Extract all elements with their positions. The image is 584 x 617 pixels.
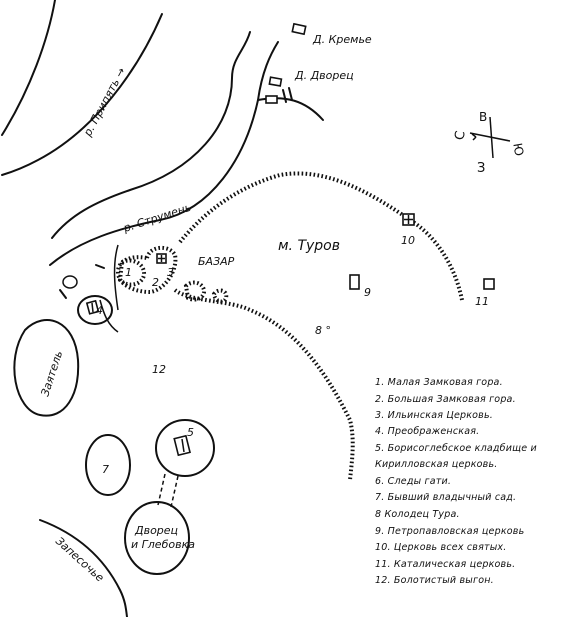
compass-north: С <box>452 130 468 142</box>
turov-label: м. Туров <box>278 238 340 254</box>
marker-3: 3 <box>167 266 174 279</box>
marker-11: 11 <box>475 295 489 308</box>
legend-item-4: 4. Преображенская. <box>375 426 479 437</box>
catholic-church-symbol <box>483 278 495 290</box>
small-mound <box>211 288 229 304</box>
small-circle <box>62 275 78 289</box>
garden-7 <box>85 434 131 496</box>
stream-line <box>113 244 119 311</box>
zayatel-lake <box>13 319 80 417</box>
legend-item-10: 10. Церковь всех святых. <box>375 542 506 553</box>
marker-10: 10 <box>401 234 415 247</box>
kremye-house <box>291 22 307 36</box>
preobrazhenskaya-circle <box>77 295 113 325</box>
compass-west: З <box>477 161 485 176</box>
dvorets-village-label: Д. Дворец <box>294 69 354 82</box>
dvorets-glebovka-label-1: Дворец <box>134 524 178 537</box>
dvorets-house-2 <box>265 95 278 104</box>
cemetery-circle <box>155 419 215 477</box>
marker-7: 7 <box>102 463 109 476</box>
dvorets-glebovka-area <box>124 501 190 575</box>
dvorets-glebovka-label-2: и Глебовка <box>131 538 195 551</box>
marker-5: 5 <box>187 426 194 439</box>
ilinskaya-church-symbol <box>156 253 167 264</box>
bazar-label: БАЗАР <box>198 255 235 268</box>
pripyat-river-bank-right <box>1 13 163 176</box>
legend-item-6: 6. Следы гати. <box>375 476 451 487</box>
legend-item-12: 12. Болотистый выгон. <box>375 575 494 586</box>
zayatel-label: Заятель <box>38 349 65 398</box>
strumen-river-upper-bank <box>51 31 251 239</box>
compass-rose <box>469 116 511 159</box>
marker-9: 9 <box>364 286 371 299</box>
marker-12: 12 <box>152 363 166 376</box>
strumen-label: р. Струмень <box>121 201 193 235</box>
marker-4: 4 <box>96 304 103 317</box>
bridge-strumen <box>59 264 105 299</box>
marker-8: 8 ° <box>315 324 331 337</box>
bridge-dvorets <box>282 87 293 103</box>
compass-east: В <box>479 110 487 124</box>
legend-item-2: 2. Большая Замковая гора. <box>375 394 516 405</box>
pripyat-label: р. Припять → <box>81 65 129 139</box>
marker-2: 2 <box>152 276 159 289</box>
zapesochye-shore <box>39 519 128 617</box>
legend-item-3: 3. Ильинская Церковь. <box>375 410 493 421</box>
road-line-2 <box>170 475 179 508</box>
legend-item-5b: Кирилловская церковь. <box>375 459 498 470</box>
dvorets-house-1 <box>268 76 283 87</box>
legend-item-11: 11. Каталическая церковь. <box>375 559 515 570</box>
all-saints-church-symbol <box>402 213 415 226</box>
kremye-label: Д. Кремье <box>312 33 372 46</box>
map-legend: 1. Малая Замковая гора. 2. Большая Замко… <box>375 377 537 586</box>
legend-item-9: 9. Петропавловская церковь <box>375 526 524 537</box>
strumen-river-lower-bank <box>49 41 279 266</box>
pripyat-river-bank-left <box>1 0 56 136</box>
road-line-1 <box>157 473 166 506</box>
legend-item-8: 8 Колодец Тура. <box>375 509 460 520</box>
gati-trail <box>173 288 355 481</box>
castle-outline <box>115 245 178 295</box>
legend-item-7: 7. Бывший владычный сад. <box>375 492 516 503</box>
legend-item-5: 5. Борисоглебское кладбище и <box>375 443 537 454</box>
compass-south: Ю <box>510 142 526 157</box>
castle-inner-mound <box>117 258 146 287</box>
legend-item-1: 1. Малая Замковая гора. <box>375 377 503 388</box>
marker-1: 1 <box>125 266 132 279</box>
petropavlovskaya-church-symbol <box>349 274 360 290</box>
rampart-line <box>178 171 464 301</box>
